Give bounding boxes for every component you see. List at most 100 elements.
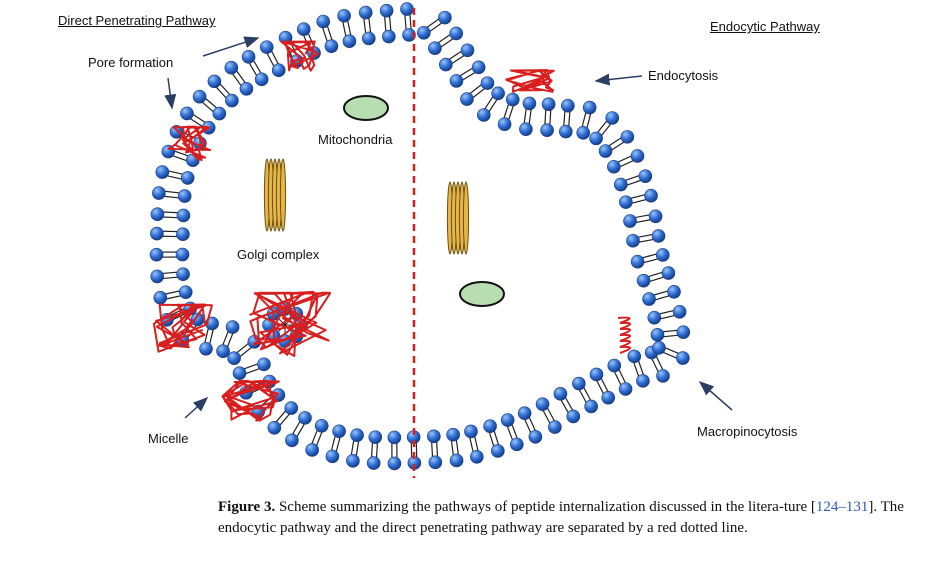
figure-caption: Figure 3. Scheme summarizing the pathway…: [218, 497, 918, 539]
lipid-head: [636, 374, 650, 388]
lipid-head: [630, 149, 645, 163]
lipid-head: [540, 123, 554, 137]
caption-figure-number: Figure 3.: [218, 499, 276, 515]
lipid-head: [316, 14, 331, 29]
lipid-head: [400, 2, 414, 16]
lipid-head: [346, 454, 360, 468]
lipid-head: [427, 429, 441, 444]
endocytosis-arrow: [594, 73, 643, 86]
caption-reference-link[interactable]: 124–131: [815, 499, 869, 515]
direct-pathway-title: Direct Penetrating Pathway: [58, 13, 216, 28]
lipid-head: [428, 455, 443, 470]
lipid-head: [216, 344, 230, 359]
lipid-head: [225, 320, 240, 334]
mitochondrion-right: [459, 281, 505, 307]
lipid-head: [175, 247, 190, 262]
lipid-head: [150, 269, 164, 284]
lipid-head: [572, 376, 586, 391]
lipid-head: [460, 43, 475, 58]
lipid-head: [589, 131, 603, 146]
lipid-head: [332, 424, 346, 439]
lipid-head: [491, 86, 505, 101]
lipid-head: [630, 254, 645, 269]
lipid-head: [271, 63, 286, 78]
lipid-head: [382, 29, 396, 44]
lipid-head: [342, 34, 357, 48]
lipid-head: [259, 40, 274, 54]
lipid-head: [667, 284, 681, 299]
peptide-chain: [152, 303, 213, 353]
lipid-head: [176, 227, 190, 241]
lipid-head: [598, 144, 613, 158]
lipid-head: [553, 387, 568, 401]
lipid-head: [449, 26, 464, 41]
lipid-head: [180, 171, 195, 185]
lipid-head: [483, 419, 497, 433]
lipid-head: [439, 57, 453, 72]
lipid-head: [296, 22, 311, 36]
lipid-head: [655, 248, 670, 262]
lipid-head: [438, 10, 452, 25]
lipid-head: [416, 25, 431, 40]
pore-formation-arrow-down: [164, 77, 177, 110]
lipid-head: [535, 397, 550, 411]
micelle-label: Micelle: [148, 431, 189, 446]
lipid-head: [366, 456, 381, 470]
lipid-head: [620, 130, 635, 144]
lipid-head: [350, 428, 364, 442]
lipid-head: [180, 106, 194, 121]
lipid-head: [464, 424, 478, 439]
lipid-head: [480, 76, 495, 90]
lipid-head: [497, 117, 512, 131]
lipid-head: [149, 247, 164, 262]
lipid-head: [648, 209, 663, 224]
lipid-head: [387, 430, 402, 445]
lipid-head: [510, 437, 524, 452]
lipid-head: [613, 177, 628, 192]
lipid-head: [267, 421, 282, 435]
lipid-head: [672, 304, 687, 319]
lipid-head: [584, 399, 598, 414]
lipid-head: [446, 427, 460, 442]
macropinocytosis-label: Macropinocytosis: [697, 424, 798, 439]
caption-text-b: ]. The endocytic pathway and the direct …: [218, 499, 904, 536]
lipid-head: [227, 351, 241, 365]
lipid-head: [324, 39, 339, 53]
lipid-head: [519, 122, 533, 136]
lipid-head: [601, 390, 616, 405]
endocytic-pathway-title: Endocytic Pathway: [710, 19, 820, 34]
pore-formation-arrow-up: [202, 36, 260, 57]
lipid-head: [491, 444, 505, 458]
lipid-head: [305, 443, 319, 457]
lipid-head: [152, 186, 166, 200]
mitochondrion-left: [343, 95, 389, 121]
lipid-head: [522, 96, 537, 111]
lipid-head: [212, 106, 227, 121]
lipid-head: [449, 74, 464, 88]
lipid-head: [207, 74, 222, 89]
lipid-head: [651, 229, 666, 243]
lipid-head: [623, 214, 637, 228]
peptide-coil: [617, 316, 631, 354]
lipid-head: [314, 418, 329, 433]
lipid-head: [576, 125, 591, 140]
lipid-head: [618, 382, 633, 396]
lipid-head: [177, 189, 192, 203]
lipid-head: [566, 409, 581, 424]
peptide-chain: [280, 40, 320, 72]
peptide-chain: [221, 379, 280, 422]
lipid-head: [636, 273, 651, 288]
lipid-head: [607, 358, 622, 373]
lipid-head: [559, 124, 573, 139]
macropinocytosis-arrow: [698, 381, 733, 411]
peptide-chain: [505, 69, 555, 93]
lipid-head: [607, 159, 621, 174]
lipid-head: [638, 169, 653, 183]
lipid-head: [150, 226, 164, 241]
lipid-head: [428, 41, 442, 56]
lipid-head: [500, 413, 515, 427]
golgi-complex-label: Golgi complex: [237, 247, 320, 262]
lipid-head: [153, 290, 168, 305]
lipid-head: [505, 92, 520, 107]
